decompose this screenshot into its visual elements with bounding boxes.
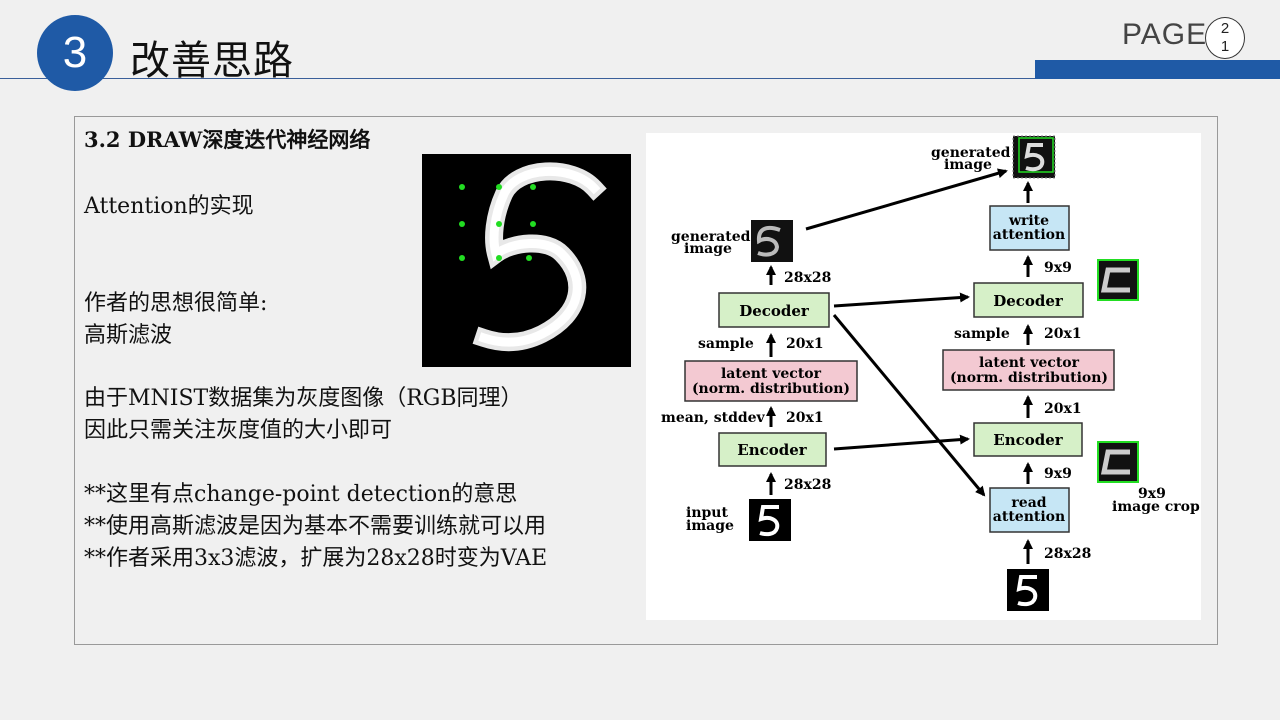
arrow-generated-to-generated [805,168,1008,231]
page-title: 改善思路 [130,38,294,84]
left-generated-label-1: generated [671,229,751,245]
left-size-mean: 20x1 [786,410,824,426]
left-size-input: 28x28 [784,477,831,493]
read-attention-label-2: attention [993,509,1065,525]
right-decoder-box [973,282,1084,318]
write-attention-label-2: attention [993,227,1065,243]
write-attention-label-1: write [1008,213,1049,229]
idea-line-1: 作者的思想很简单: [84,291,268,316]
arrow-encoder-to-encoder [833,434,970,451]
right-latent-label-1: latent vector [979,355,1080,371]
left-decoder-label: Decoder [739,302,810,320]
left-generated-image [751,220,793,262]
right-latent-box [942,349,1115,391]
reason-line-1: 由于MNIST数据集为灰度图像（RGB同理） [84,386,523,411]
left-size-sample: 20x1 [786,336,824,352]
right-encoder-label: Encoder [993,431,1064,449]
left-sample-label: sample [698,336,754,352]
left-mean-label: mean, stddev [661,410,766,426]
left-latent-box [684,360,858,402]
page-number-badge: 2 1 [1205,17,1245,59]
attention-grid [459,184,536,261]
header-divider [0,78,1280,79]
header-accent-bar [1035,60,1280,79]
crop-label-1: 9x9 [1138,486,1166,502]
right-size-write: 9x9 [1044,260,1072,276]
write-attention-box [989,205,1070,251]
crop-label-2: image crop [1112,499,1200,515]
left-encoder-box [718,432,827,467]
right-sample-label: sample [954,326,1010,342]
attention-line: Attention的实现 [84,194,254,219]
left-latent-label-2: (norm. distribution) [692,381,850,397]
left-size-decoder-out: 28x28 [784,270,831,286]
right-size-sample: 20x1 [1044,326,1082,342]
left-generated-label-2: image [684,241,732,257]
right-latent-label-2: (norm. distribution) [950,370,1108,386]
arrow-decoder-to-decoder [833,292,970,308]
right-size-latent: 20x1 [1044,401,1082,417]
arrow-decoder-to-read-attention [832,314,986,497]
note-line-1: **这里有点change-point detection的意思 [84,482,518,507]
idea-line-2: 高斯滤波 [84,323,173,348]
mnist-attention-image [422,154,631,367]
right-generated-label-2: image [944,157,992,173]
right-generated-label-1: generated [931,145,1011,161]
left-decoder-box [718,292,830,328]
note-line-2: **使用高斯滤波是因为基本不需要训练就可以用 [84,514,547,539]
right-generated-image [1012,135,1056,179]
page-number-bottom: 1 [1220,38,1230,55]
left-input-label-2: image [686,518,734,534]
left-latent-label-1: latent vector [721,366,822,382]
left-input-label-1: input [686,505,728,521]
right-size-input: 28x28 [1044,546,1091,562]
left-input-image [749,499,791,541]
write-crop-image [1097,259,1139,301]
page-number-top: 2 [1220,20,1230,37]
read-attention-label-1: read [1011,495,1046,511]
read-crop-image [1097,441,1139,483]
left-encoder-label: Encoder [737,441,808,459]
read-attention-box [989,487,1070,533]
note-line-3: **作者采用3x3滤波，扩展为28x28时变为VAE [84,546,548,571]
right-input-image [1007,569,1049,611]
reason-line-2: 因此只需关注灰度值的大小即可 [84,418,393,443]
draw-architecture-diagram: generated image 28x28 Decoder sample 20x… [646,133,1201,620]
content-heading: 3.2 DRAW深度迭代神经网络 [84,127,371,152]
right-decoder-label: Decoder [993,292,1064,310]
right-size-read: 9x9 [1044,466,1072,482]
section-number-badge: 3 [37,15,113,91]
right-encoder-box [973,422,1083,457]
page-label: PAGE [1122,18,1208,51]
